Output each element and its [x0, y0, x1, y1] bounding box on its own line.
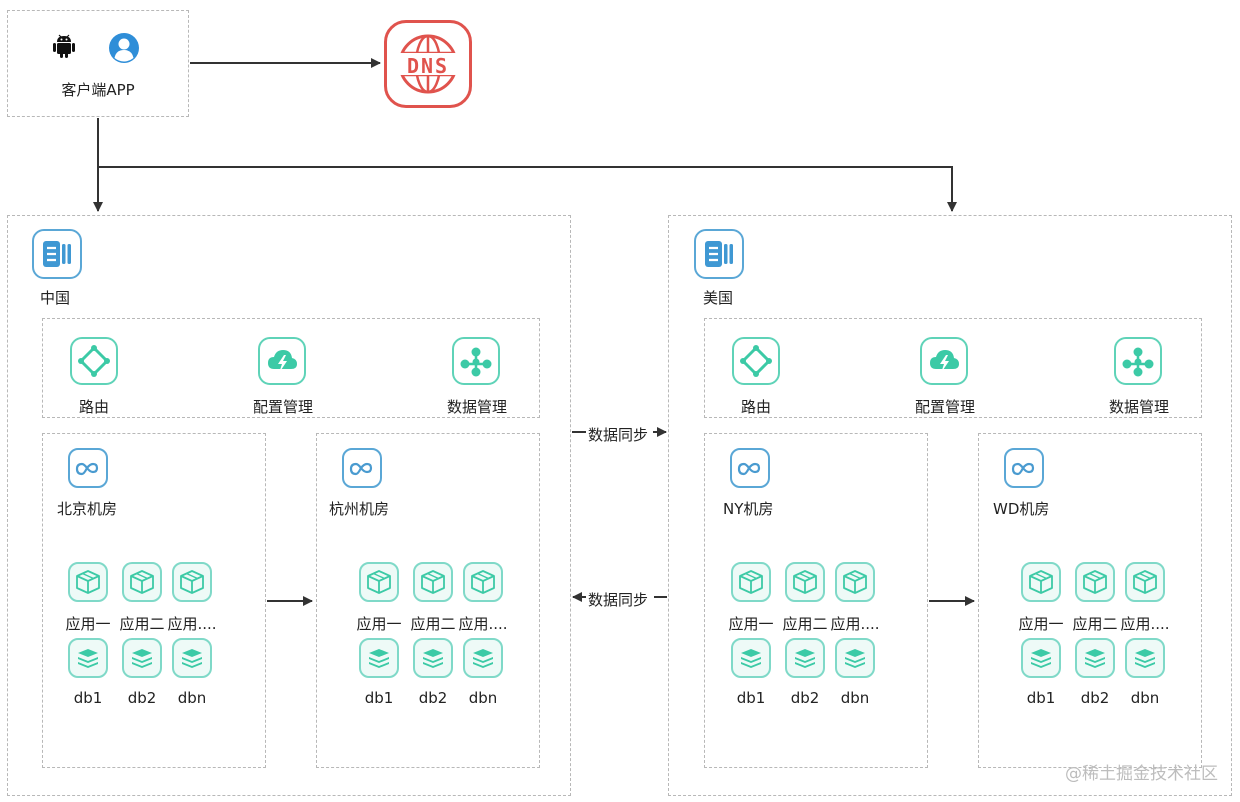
database-icon: [1075, 638, 1115, 678]
route-icon: [70, 337, 118, 385]
region-box-usa: [668, 215, 1232, 796]
app-label: 应用二: [119, 615, 165, 633]
watermark: @稀土掘金技术社区: [1065, 764, 1218, 784]
database-icon: [785, 638, 825, 678]
datacenter-icon: [730, 448, 770, 488]
database-icon: [1125, 638, 1165, 678]
db-label: db1: [364, 689, 394, 707]
dns-label: DNS: [406, 54, 450, 78]
database-icon: [413, 638, 453, 678]
app-box-icon: [463, 562, 503, 602]
datacenter-icon: [68, 448, 108, 488]
region-label-usa: 美国: [703, 289, 734, 307]
app-box-icon: [1125, 562, 1165, 602]
app-label: 应用....: [167, 615, 217, 633]
database-icon: [172, 638, 212, 678]
android-icon: [52, 33, 76, 63]
app-label: 应用二: [410, 615, 456, 633]
app-label: 应用....: [458, 615, 508, 633]
data-share-icon: [1114, 337, 1162, 385]
app-label: 应用....: [1120, 615, 1170, 633]
app-label: 应用一: [65, 615, 111, 633]
services-box-usa: [704, 318, 1202, 418]
app-box-icon: [413, 562, 453, 602]
database-icon: [359, 638, 399, 678]
app-box-icon: [1021, 562, 1061, 602]
db-label: db2: [127, 689, 157, 707]
database-icon: [68, 638, 108, 678]
route-icon: [732, 337, 780, 385]
app-label: 应用....: [830, 615, 880, 633]
db-label: dbn: [177, 689, 207, 707]
db-label: db2: [790, 689, 820, 707]
room-box-wd: [978, 433, 1202, 768]
room-label: WD机房: [993, 500, 1050, 518]
db-label: db1: [736, 689, 766, 707]
services-box-china: [42, 318, 540, 418]
app-box-icon: [122, 562, 162, 602]
region-label-china: 中国: [40, 289, 71, 307]
app-label: 应用一: [356, 615, 402, 633]
data-share-icon: [452, 337, 500, 385]
app-box-icon: [731, 562, 771, 602]
dns-icon: DNS: [384, 20, 472, 108]
load-balancer-icon: [32, 229, 82, 279]
db-label: dbn: [1130, 689, 1160, 707]
app-box-icon: [835, 562, 875, 602]
sync-label-to-usa: 数据同步: [588, 426, 649, 444]
client-app-label: 客户端APP: [61, 81, 135, 99]
service-label: 路由: [78, 398, 110, 416]
db-label: db2: [1080, 689, 1110, 707]
datacenter-icon: [342, 448, 382, 488]
db-label: db2: [418, 689, 448, 707]
app-box-icon: [359, 562, 399, 602]
client-app-box: 客户端APP: [7, 10, 189, 117]
load-balancer-icon: [694, 229, 744, 279]
config-cloud-icon: [920, 337, 968, 385]
database-icon: [1021, 638, 1061, 678]
room-label: NY机房: [723, 500, 774, 518]
user-icon: [108, 32, 140, 68]
config-cloud-icon: [258, 337, 306, 385]
db-label: dbn: [840, 689, 870, 707]
room-box-hangzhou: [316, 433, 540, 768]
database-icon: [731, 638, 771, 678]
room-label: 杭州机房: [329, 500, 390, 518]
app-label: 应用二: [1072, 615, 1118, 633]
service-label: 配置管理: [914, 398, 976, 416]
datacenter-icon: [1004, 448, 1044, 488]
room-box-beijing: [42, 433, 266, 768]
app-box-icon: [1075, 562, 1115, 602]
app-label: 应用一: [728, 615, 774, 633]
client-to-usa-arrow: [98, 166, 957, 212]
service-label: 配置管理: [252, 398, 314, 416]
database-icon: [122, 638, 162, 678]
service-label: 数据管理: [1108, 398, 1170, 416]
database-icon: [463, 638, 503, 678]
app-box-icon: [172, 562, 212, 602]
db-label: dbn: [468, 689, 498, 707]
room-label: 北京机房: [57, 500, 118, 518]
app-box-icon: [785, 562, 825, 602]
app-box-icon: [68, 562, 108, 602]
db-label: db1: [1026, 689, 1056, 707]
region-box-china: [7, 215, 571, 796]
database-icon: [835, 638, 875, 678]
app-label: 应用一: [1018, 615, 1064, 633]
room-box-ny: [704, 433, 928, 768]
service-label: 路由: [740, 398, 772, 416]
app-label: 应用二: [782, 615, 828, 633]
db-label: db1: [73, 689, 103, 707]
sync-label-to-china: 数据同步: [588, 591, 649, 609]
service-label: 数据管理: [446, 398, 508, 416]
